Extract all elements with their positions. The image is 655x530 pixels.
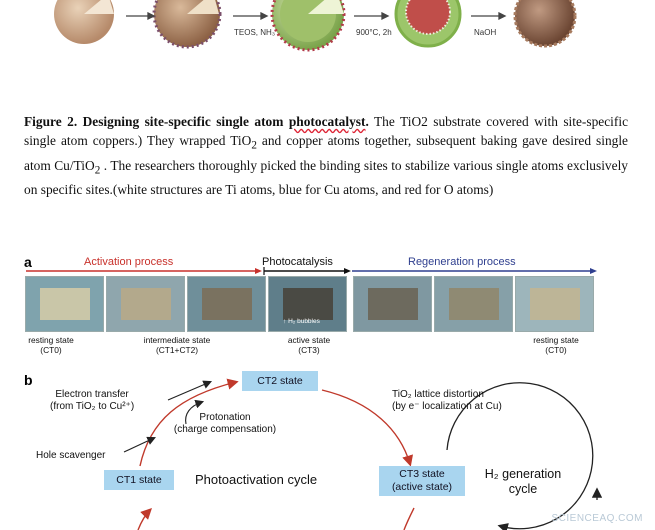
ct3-state-box: CT3 state(active state): [379, 466, 465, 496]
step-label-900c: 900°C, 2h: [356, 28, 392, 37]
sphere-stage-4: [394, 0, 462, 48]
photo-sample-5: [353, 276, 432, 332]
state-line1: active state: [287, 335, 331, 345]
sphere-stage-2: [152, 0, 222, 49]
photoactivation-cycle-label: Photoactivation cycle: [195, 472, 318, 487]
photo-sample-6: [434, 276, 513, 332]
ct3-line1: CT3 state: [399, 468, 445, 480]
lattice-line1: TiO₂ lattice distortion: [392, 389, 484, 400]
state-line1: resting state: [28, 335, 74, 345]
electron-transfer-label: Electron transfer(from TiO₂ to Cu²⁺): [50, 389, 134, 413]
caption-title: Designing site-specific single atom phot…: [83, 114, 369, 129]
sphere-stage-5: [513, 0, 577, 48]
process-timeline-arrows: [26, 267, 597, 275]
sphere-stage-1: [54, 0, 114, 44]
arc-ct1-to-ct2: [139, 378, 239, 467]
watermark: SCIENCEAQ.COM: [551, 513, 643, 524]
photo-sample-2: [106, 276, 185, 332]
lattice-line2: (by e⁻ localization at Cu): [392, 401, 502, 412]
caption-title-underlined: photocatalyst: [288, 114, 366, 129]
protonation-arrow: [185, 399, 205, 425]
electron-line1: Electron transfer: [55, 389, 129, 400]
h2-gen-line2: cycle: [508, 482, 538, 496]
panel-a-letter: a: [24, 254, 32, 270]
figure-label: Figure 2.: [24, 114, 78, 129]
figure-caption: Figure 2. Designing site-specific single…: [24, 112, 628, 199]
state-line1: intermediate state: [143, 335, 211, 345]
caption-text-3: . The researchers thoroughly picked the …: [24, 157, 628, 198]
caption-text-1: The TiO2 substrate covered with site-spe…: [24, 114, 629, 148]
ct2-state-box: CT2 state: [242, 371, 318, 391]
sphere-stage-3: [270, 0, 346, 52]
electron-line2: (from TiO₂ to Cu²⁺): [50, 401, 135, 412]
state-line2: (CT3): [298, 345, 320, 355]
process-arrows: [126, 11, 507, 21]
regeneration-process-label: Regeneration process: [408, 256, 516, 268]
electron-transfer-arrow: [167, 380, 213, 401]
h2-generation-cycle-circle: [446, 382, 594, 530]
arc-ct2-to-ct3: [321, 389, 413, 467]
caption-subscript-1: 2: [251, 139, 257, 152]
photocatalysis-label: Photocatalysis: [262, 256, 333, 268]
protonation-line1: Protonation: [199, 412, 251, 423]
h2-bubbles-label: ↑ H₂ bubbles: [283, 318, 320, 325]
photo-sample-3: [187, 276, 266, 332]
photo-sample-4: [268, 276, 347, 332]
ct1-state-box: CT1 state: [104, 470, 174, 490]
photo-sample-1: [25, 276, 104, 332]
hole-scavenger-arrow: [123, 436, 156, 453]
state-line2: (CT1+CT2): [155, 345, 199, 355]
caption-text-2: and copper atoms together, subsequent ba…: [24, 133, 628, 173]
state-caption-resting-right: resting state(CT0): [516, 335, 596, 355]
arc-lower-right: [403, 507, 415, 530]
h2-gen-line1: H₂ generation: [484, 467, 562, 481]
state-line1: resting state: [533, 335, 579, 345]
state-line2: (CT0): [545, 345, 567, 355]
ct3-line2: (active state): [391, 481, 453, 493]
hole-scavenger-label: Hole scavenger: [36, 450, 106, 461]
photo-sample-7: [515, 276, 594, 332]
activation-process-label: Activation process: [84, 256, 174, 268]
lattice-distortion-label: TiO₂ lattice distortion(by e⁻ localizati…: [392, 389, 502, 413]
step-label-teos: TEOS, NH₃: [234, 28, 276, 37]
panel-b-letter: b: [24, 372, 33, 388]
state-line2: (CT0): [40, 345, 62, 355]
photoactivation-cycle-diagram: [123, 378, 603, 530]
state-caption-intermediate: intermediate state(CT1+CT2): [128, 335, 226, 355]
arc-lower-left: [137, 508, 152, 530]
h2-bubbles-text: H₂ bubbles: [288, 318, 320, 325]
protonation-label: Protonation(charge compensation): [160, 412, 290, 436]
state-caption-active: active state(CT3): [270, 335, 348, 355]
caption-title-pre: Designing site-specific single atom: [82, 114, 289, 129]
step-label-naoh: NaOH: [474, 28, 497, 37]
protonation-line2: (charge compensation): [173, 424, 277, 435]
synthesis-scheme-illustration: [54, 0, 577, 52]
state-caption-resting-left: resting state(CT0): [18, 335, 84, 355]
caption-subscript-2: 2: [94, 164, 101, 177]
caption-title-post: .: [365, 114, 369, 129]
